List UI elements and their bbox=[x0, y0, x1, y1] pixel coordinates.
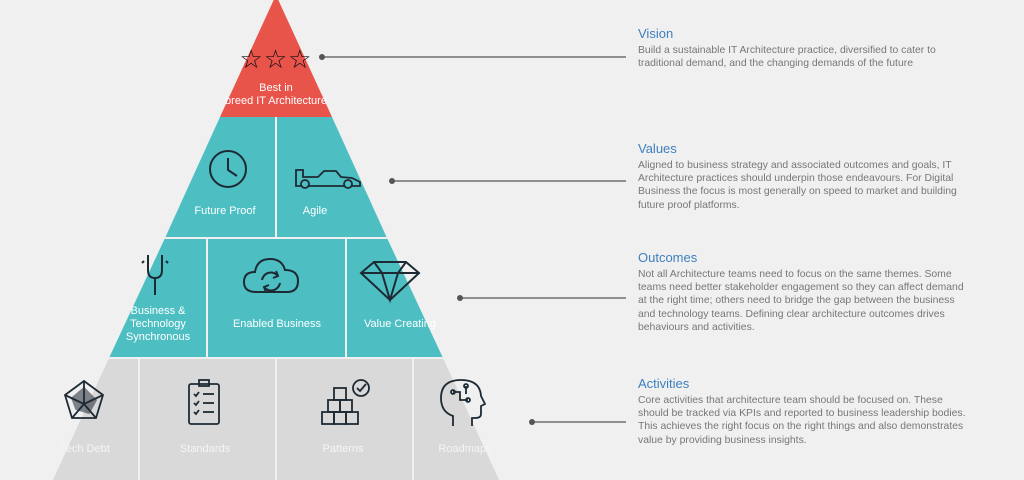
bts-label-line3: Synchronous bbox=[125, 331, 191, 343]
patterns-label: Patterns bbox=[322, 443, 364, 455]
vision-description: Vision Build a sustainable IT Architectu… bbox=[638, 26, 1010, 70]
text-line: traditional demand, and the changing dem… bbox=[638, 58, 913, 70]
text-line: Business the focus is most generally on … bbox=[638, 186, 957, 198]
clock-icon bbox=[209, 150, 247, 188]
cloud-sync-icon bbox=[242, 257, 300, 293]
outcomes-description: Outcomes Not all Architecture teams need… bbox=[638, 250, 1010, 334]
roadmaps-label: Roadmaps bbox=[438, 443, 492, 455]
text-line: and technology teams. Defining clear arc… bbox=[638, 308, 945, 320]
text-line: Build a sustainable IT Architecture prac… bbox=[638, 45, 936, 56]
text-line: Aligned to business strategy and associa… bbox=[638, 160, 952, 171]
bts-label-line2: Technology bbox=[130, 318, 186, 330]
values-description: Values Aligned to business strategy and … bbox=[638, 141, 1010, 212]
pyramid-tier-outcomes bbox=[109, 238, 443, 358]
value-creating-label: Value Creating bbox=[364, 318, 436, 330]
vision-label-line1: Best in bbox=[259, 82, 293, 94]
brain-head-icon bbox=[440, 379, 487, 426]
future-proof-label: Future Proof bbox=[194, 205, 256, 217]
vision-label-line2: breed IT Architecture bbox=[225, 95, 327, 107]
values-text: Aligned to business strategy and associa… bbox=[638, 159, 1010, 212]
checklist-icon bbox=[188, 379, 220, 425]
text-line: teams need better stakeholder engagement… bbox=[638, 282, 964, 294]
text-line: behaviours and activities. bbox=[638, 321, 755, 333]
tech-debt-label: Tech Debt bbox=[60, 443, 110, 455]
vision-text: Build a sustainable IT Architecture prac… bbox=[638, 44, 1010, 70]
text-line: Core activities that architecture team s… bbox=[638, 395, 943, 406]
vision-title: Vision bbox=[638, 26, 674, 41]
boxes-check-icon bbox=[321, 379, 370, 425]
diamond-icon bbox=[359, 261, 421, 304]
activities-description: Activities Core activities that architec… bbox=[638, 376, 1010, 447]
text-line: Architecture practices should underpin t… bbox=[638, 173, 954, 185]
radar-chart-icon bbox=[63, 379, 105, 419]
tuning-fork-icon bbox=[141, 255, 169, 295]
stars-rating-icon: ☆☆☆ bbox=[239, 44, 313, 74]
vision-tier-label: Best in breed IT Architecture bbox=[214, 82, 338, 108]
activities-text: Core activities that architecture team s… bbox=[638, 394, 1010, 447]
text-line: This achieves the right focus on the rig… bbox=[638, 421, 964, 433]
connector-lines bbox=[322, 56, 626, 423]
pyramid-tier-vision bbox=[220, 0, 332, 117]
agile-label: Agile bbox=[302, 205, 328, 217]
business-tech-sync-label: Business & Technology Synchronous bbox=[114, 305, 202, 344]
enabled-business-label: Enabled Business bbox=[232, 318, 322, 330]
connector-dots bbox=[319, 54, 535, 425]
race-car-icon bbox=[295, 169, 361, 189]
text-line: future proof platforms. bbox=[638, 199, 740, 211]
values-title: Values bbox=[638, 141, 677, 156]
outcomes-text: Not all Architecture teams need to focus… bbox=[638, 268, 1010, 334]
text-line: should be tracked via KPIs and reported … bbox=[638, 408, 966, 420]
standards-label: Standards bbox=[179, 443, 231, 455]
text-line: value by providing business insights. bbox=[638, 434, 807, 446]
activities-title: Activities bbox=[638, 376, 690, 391]
tier-dividers bbox=[109, 117, 443, 480]
outcomes-title: Outcomes bbox=[638, 250, 698, 265]
text-line: at the right time; others need to bridge… bbox=[638, 295, 955, 307]
text-line: Not all Architecture teams need to focus… bbox=[638, 269, 952, 280]
bts-label-line1: Business & bbox=[130, 305, 186, 317]
